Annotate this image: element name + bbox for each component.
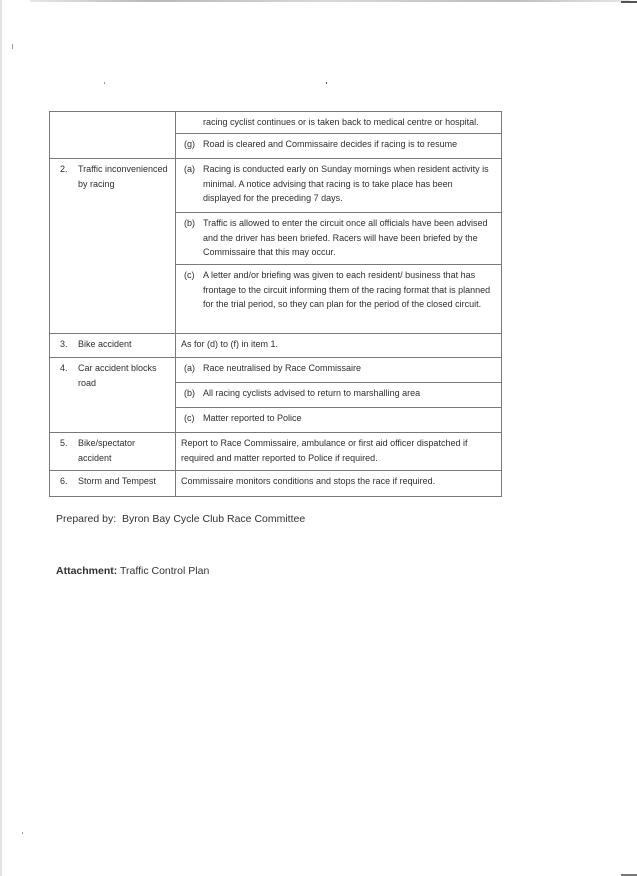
scan-mark-bottom-right: [621, 874, 637, 876]
action-letter: (c): [184, 413, 195, 423]
risk-label: Traffic inconvenienced by racing: [78, 164, 168, 189]
table-row: (b) Traffic is allowed to enter the circ…: [50, 212, 502, 265]
risk-cell: 6. Storm and Tempest: [49, 470, 176, 497]
action-letter: (c): [184, 270, 195, 280]
action-text: Matter reported to Police: [203, 413, 302, 423]
scan-speck: [22, 832, 23, 834]
risk-cell: 3. Bike accident: [49, 333, 176, 358]
scan-speck: [12, 44, 13, 49]
action-text: As for (d) to (f) in item 1.: [181, 339, 279, 349]
action-cell: (c) A letter and/or briefing was given t…: [175, 264, 502, 334]
risk-label: Storm and Tempest: [78, 476, 156, 486]
action-text: A letter and/or briefing was given to ea…: [203, 270, 491, 309]
risk-cell-empty: [49, 111, 176, 159]
risk-management-table: racing cyclist continues or is taken bac…: [49, 111, 502, 497]
action-letter: (b): [184, 218, 195, 228]
action-text: All racing cyclists advised to return to…: [203, 388, 421, 398]
action-cell: (b) All racing cyclists advised to retur…: [175, 382, 502, 408]
prepared-by-line: Prepared by: Byron Bay Cycle Club Race C…: [56, 513, 305, 525]
action-cell: (c) Matter reported to Police: [175, 407, 502, 433]
action-cell: As for (d) to (f) in item 1.: [175, 333, 502, 358]
action-letter: (a): [184, 363, 195, 373]
risk-label: Bike/spectator accident: [78, 438, 136, 463]
action-cell: Report to Race Commissaire, ambulance or…: [175, 432, 502, 471]
action-text: Traffic is allowed to enter the circuit …: [203, 218, 488, 257]
scan-edge-left: [0, 0, 2, 876]
attachment-value: Traffic Control Plan: [120, 565, 210, 577]
attachment-line: Attachment: Traffic Control Plan: [56, 565, 209, 577]
action-letter: [184, 115, 203, 130]
risk-cell: 2. Traffic inconvenienced by racing: [49, 158, 176, 334]
table-row: 5. Bike/spectator accident Report to Rac…: [49, 432, 502, 471]
table-row: racing cyclist continues or is taken bac…: [49, 111, 502, 159]
action-letter: (b): [184, 388, 195, 398]
action-text: Racing is conducted early on Sunday morn…: [203, 164, 489, 203]
prepared-by-label: Prepared by:: [56, 513, 117, 525]
prepared-by-value: Byron Bay Cycle Club Race Committee: [121, 513, 306, 525]
action-text: Race neutralised by Race Commissaire: [203, 363, 362, 373]
table-row: 2. Traffic inconvenienced by racing (a) …: [49, 158, 502, 334]
attachment-label: Attachment:: [56, 565, 118, 577]
action-letter: (a): [184, 164, 195, 174]
risk-cell: 5. Bike/spectator accident: [49, 432, 176, 471]
risk-number: 2.: [60, 164, 68, 174]
risk-number: 3.: [60, 339, 68, 349]
scan-edge-top: [30, 0, 630, 2]
risk-cell: 4. Car accident blocks road: [49, 357, 176, 433]
action-cell: (b) Traffic is allowed to enter the circ…: [175, 212, 502, 265]
action-letter: (g): [184, 139, 195, 149]
table-row: 6. Storm and Tempest Commissaire monitor…: [49, 470, 502, 497]
action-text: Report to Race Commissaire, ambulance or…: [181, 438, 468, 463]
table-row: 3. Bike accident As for (d) to (f) in it…: [49, 333, 502, 358]
action-cell: racing cyclist continues or is taken bac…: [175, 111, 502, 134]
action-cell: (a) Race neutralised by Race Commissaire: [175, 357, 502, 383]
table-row: (c) Matter reported to Police: [50, 407, 502, 433]
action-text: racing cyclist continues or is taken bac…: [203, 117, 479, 127]
scan-speck: [326, 82, 327, 84]
table-row: 4. Car accident blocks road (a) Race neu…: [49, 357, 502, 433]
action-cell: (a) Racing is conducted early on Sunday …: [175, 158, 502, 213]
risk-label: Car accident blocks road: [78, 363, 157, 388]
action-text: Commissaire monitors conditions and stop…: [181, 476, 436, 486]
risk-label: Bike accident: [78, 339, 132, 349]
scan-mark-top-right: [621, 1, 637, 3]
risk-number: 5.: [60, 438, 68, 448]
scan-speck: [104, 82, 105, 84]
action-cell: (g) Road is cleared and Commissaire deci…: [175, 133, 502, 159]
risk-number: 6.: [60, 476, 68, 486]
table-row: (c) A letter and/or briefing was given t…: [50, 264, 502, 334]
action-text: Road is cleared and Commissaire decides …: [203, 139, 458, 149]
risk-number: 4.: [60, 363, 68, 373]
action-cell: Commissaire monitors conditions and stop…: [175, 470, 502, 497]
